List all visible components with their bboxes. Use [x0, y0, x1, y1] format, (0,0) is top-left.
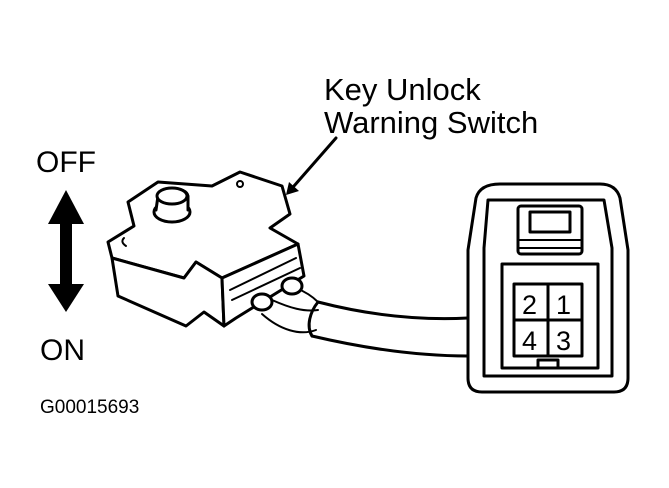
key-unlock-warning-switch — [106, 170, 306, 328]
connector-pin-4: 4 — [522, 326, 537, 356]
figure-code: G00015693 — [40, 397, 139, 418]
callout-label-line1: Key Unlock — [324, 72, 481, 107]
on-position-label: ON — [40, 334, 85, 367]
connector-pin-3: 3 — [556, 326, 571, 356]
off-position-label: OFF — [36, 146, 96, 179]
connector-pin-1: 1 — [556, 290, 571, 320]
switch-connector — [466, 182, 630, 394]
callout-leader-arrow — [286, 136, 338, 195]
callout-label-line2: Warning Switch — [324, 105, 538, 140]
off-on-double-arrow-icon — [48, 190, 84, 312]
wire-harness — [261, 287, 470, 358]
connector-pin-2: 2 — [522, 290, 537, 320]
